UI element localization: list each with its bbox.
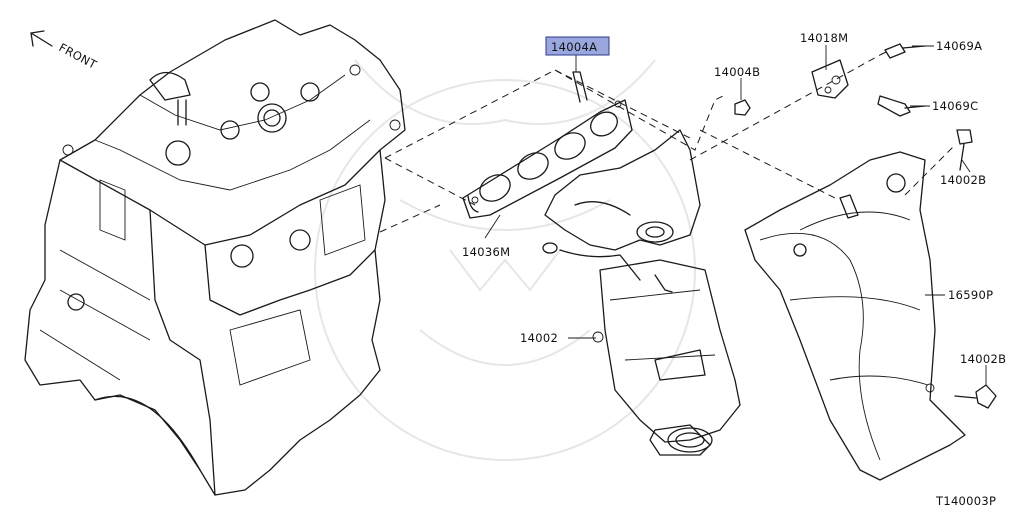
drawing-code: T140003P xyxy=(935,494,996,508)
bracket-14018m xyxy=(811,59,849,99)
part-label-14002[interactable]: 14002 xyxy=(520,331,558,345)
leader-lines xyxy=(484,45,987,386)
assembly-guide-lines xyxy=(379,49,956,233)
exhaust-manifold xyxy=(542,129,741,456)
part-label-14069c[interactable]: 14069C xyxy=(932,99,978,113)
part-label-14069a[interactable]: 14069A xyxy=(936,39,982,53)
part-label-14036m[interactable]: 14036M xyxy=(462,245,510,259)
part-label-16590p[interactable]: 16590P xyxy=(948,288,993,302)
watermark-emblem xyxy=(314,59,696,461)
manifold-gasket xyxy=(462,99,633,219)
front-arrow-icon xyxy=(30,30,53,47)
part-label-14002b-bottom[interactable]: 14002B xyxy=(960,352,1006,366)
part-label-14004b[interactable]: 14004B xyxy=(714,65,760,79)
engine-block xyxy=(24,19,406,496)
nut-14004b xyxy=(734,99,751,116)
bolt-14002b-bottom xyxy=(954,384,997,409)
front-label: FRONT xyxy=(57,40,100,72)
bolt-14002b-top xyxy=(956,129,973,171)
part-label-14018m[interactable]: 14018M xyxy=(800,31,848,45)
stud-14004a xyxy=(572,71,588,103)
part-label-14004a[interactable]: 14004A xyxy=(551,40,597,54)
highlight-box xyxy=(545,36,610,56)
heat-shield xyxy=(744,151,966,481)
part-label-14002b-top[interactable]: 14002B xyxy=(940,173,986,187)
